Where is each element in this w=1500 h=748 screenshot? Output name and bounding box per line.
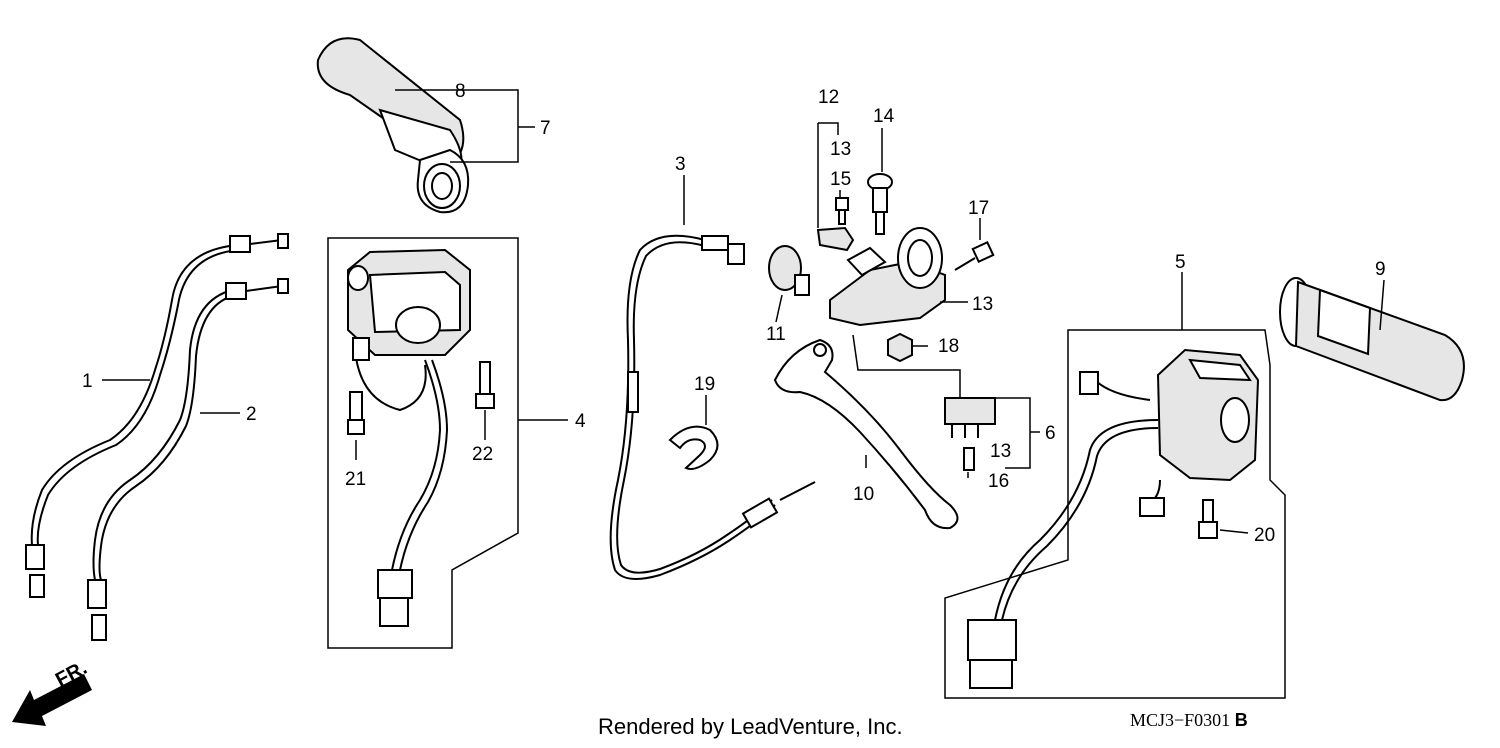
lever-bracket: [829, 227, 946, 327]
pivot-bolt-14: [867, 173, 893, 235]
throttle-cable-2: [87, 278, 289, 641]
screw-17: [954, 240, 995, 271]
callout-9: 9: [1375, 259, 1386, 280]
clutch-switch-upper: [816, 226, 855, 252]
leader-lines: [102, 89, 1385, 534]
diagram-code-number: MCJ3−F0301: [1130, 710, 1231, 730]
throttle-grip: [316, 37, 470, 214]
screw-22: [475, 361, 495, 409]
clutch-switch: [944, 397, 996, 438]
switch-left-housing: [347, 248, 471, 627]
diagram-code: MCJ3−F0301 B: [1130, 710, 1248, 731]
front-direction-arrow-icon: [12, 674, 92, 726]
callout-5: 5: [1175, 252, 1186, 273]
callout-10: 10: [853, 484, 874, 505]
callout-11: 11: [766, 324, 786, 345]
credit-text: Rendered by LeadVenture, Inc.: [598, 714, 903, 739]
callout-4: 4: [575, 411, 586, 432]
callout-21: 21: [345, 469, 366, 490]
switch-right-housing: [967, 348, 1260, 689]
clutch-cable: [609, 234, 816, 580]
screw-21: [347, 391, 365, 435]
callout-22: 22: [472, 444, 493, 465]
callout-13-b: 13: [972, 294, 993, 315]
callout-19: 19: [694, 374, 715, 395]
callout-7: 7: [540, 118, 551, 139]
screw-20: [1198, 499, 1218, 539]
switch-right-frame: [944, 329, 1286, 699]
callout-13-c: 13: [990, 441, 1011, 462]
callout-17: 17: [968, 198, 989, 219]
right-grip: [1279, 277, 1465, 402]
throttle-cable-1: [25, 233, 289, 598]
callout-1: 1: [82, 371, 93, 392]
callout-18: 18: [938, 336, 959, 357]
switch-left-frame: [327, 237, 519, 649]
callout-16: 16: [988, 471, 1009, 492]
callout-15: 15: [830, 169, 851, 190]
callouts: 1 2 3 4 5 6 7 8 9 10 11 12 13 13 13 13 1…: [82, 81, 1386, 546]
callout-20: 20: [1254, 525, 1275, 546]
diagram-code-rev: B: [1234, 710, 1248, 730]
callout-6: 6: [1045, 423, 1056, 444]
callout-3: 3: [675, 154, 686, 175]
nut-18: [887, 332, 913, 363]
cable-clip: [668, 425, 719, 470]
clutch-lever: [773, 338, 959, 530]
callout-13-a: 13: [830, 139, 851, 160]
screw-16: [963, 447, 975, 471]
clutch-adjuster: [768, 245, 810, 296]
screw-15: [835, 197, 849, 225]
callout-12: 12: [818, 87, 839, 108]
callout-14: 14: [873, 106, 895, 127]
callout-2: 2: [246, 404, 257, 425]
callout-8: 8: [455, 81, 466, 102]
